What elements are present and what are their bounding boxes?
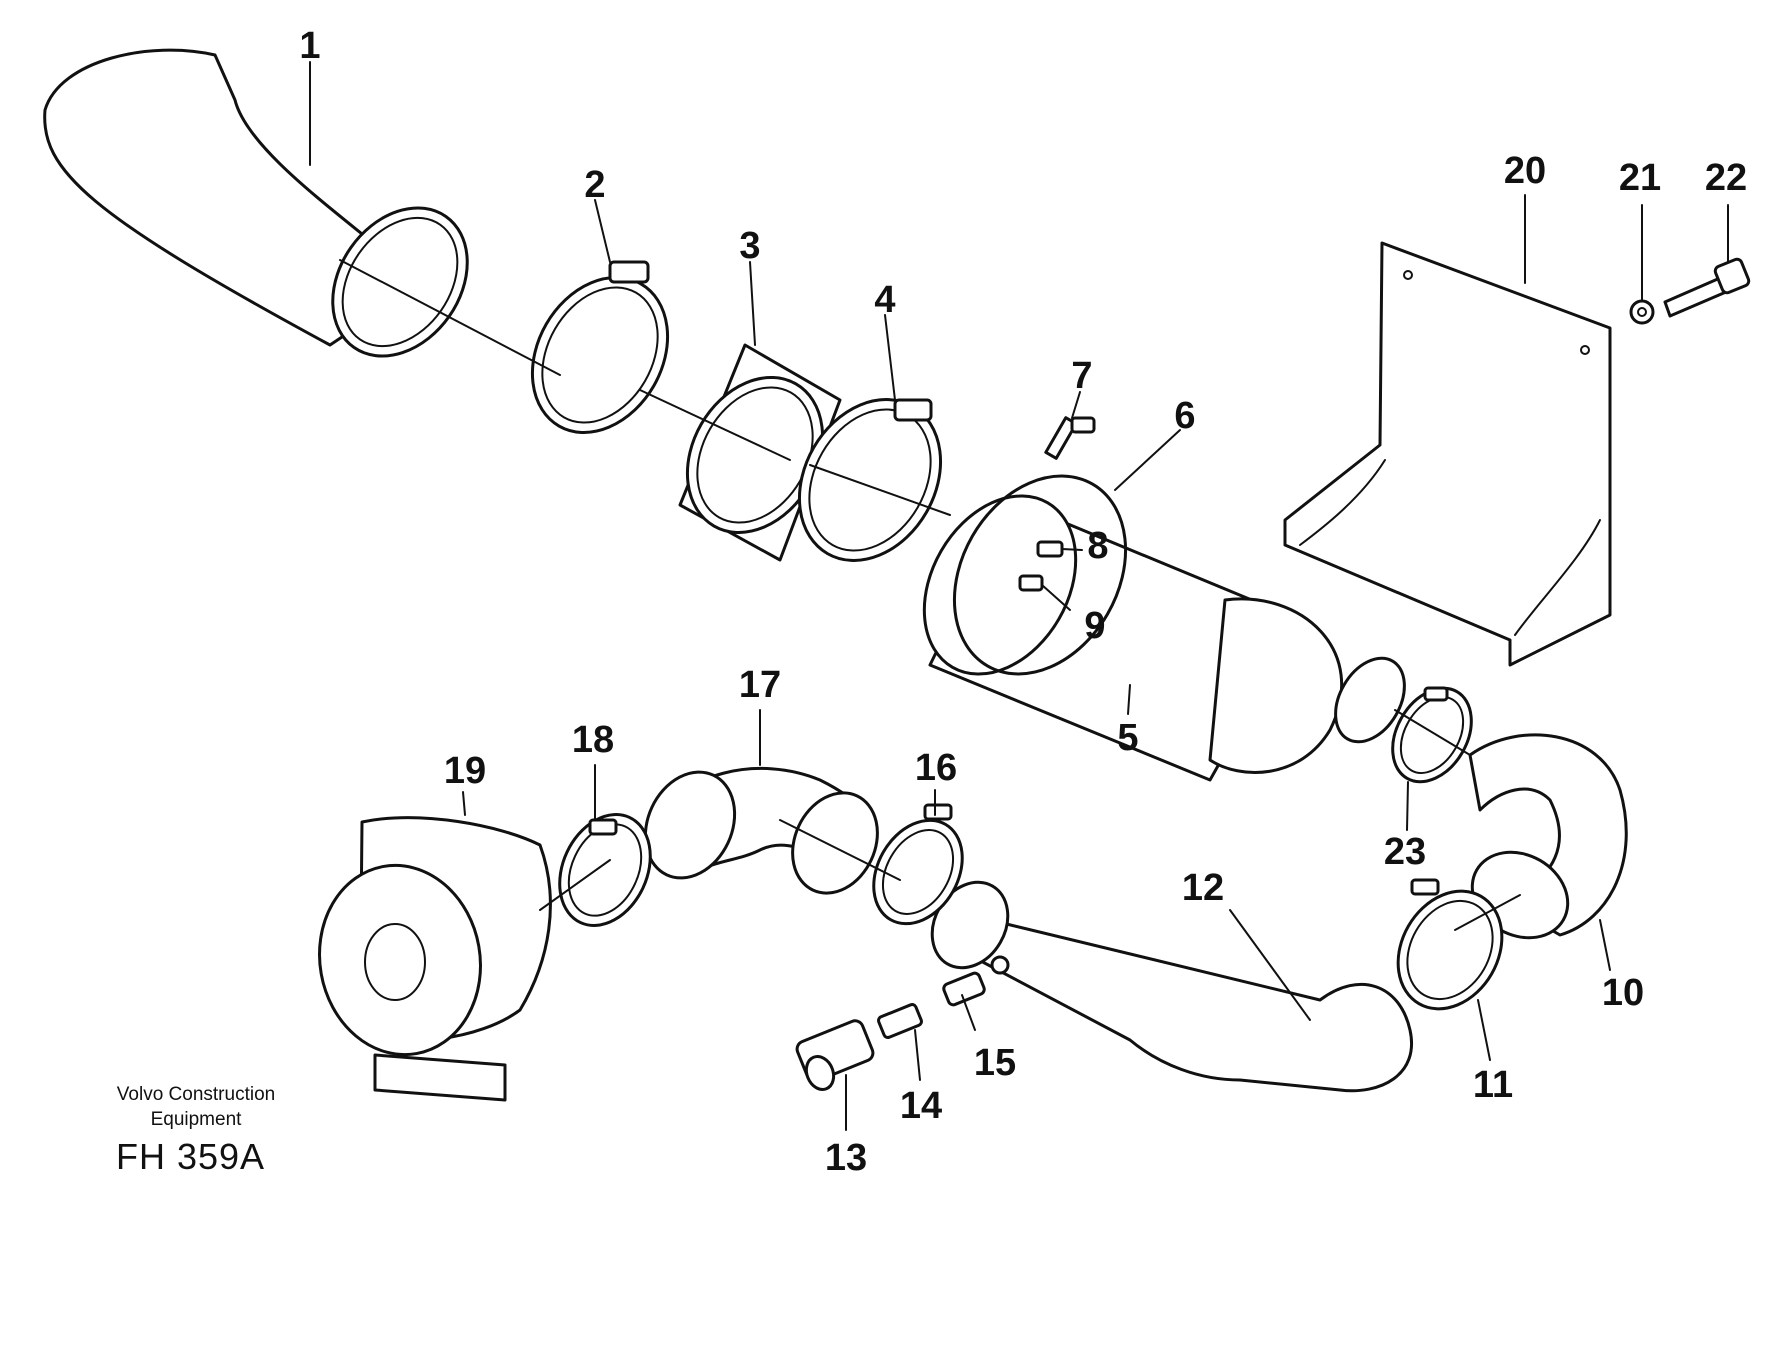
elbow-hose-17 xyxy=(643,767,879,895)
hose-clamp-23 xyxy=(1391,686,1473,784)
hose-clamp-4 xyxy=(797,398,943,562)
callout-7: 7 xyxy=(1071,355,1092,397)
callout-14: 14 xyxy=(900,1085,942,1127)
hose-clamp-16 xyxy=(872,803,964,926)
mounting-bracket-20 xyxy=(1283,241,1612,667)
callout-23: 23 xyxy=(1384,831,1426,873)
callout-2: 2 xyxy=(584,164,605,206)
callout-22: 22 xyxy=(1705,157,1747,199)
publisher-caption: Volvo Construction Equipment xyxy=(96,1082,296,1132)
adapter-14 xyxy=(877,1003,923,1039)
callout-18: 18 xyxy=(572,719,614,761)
callout-1: 1 xyxy=(299,25,320,67)
callout-17: 17 xyxy=(739,664,781,706)
callout-11: 11 xyxy=(1473,1064,1513,1106)
callout-19: 19 xyxy=(444,750,486,792)
housing-clamp-6 xyxy=(952,474,1128,676)
callout-3: 3 xyxy=(739,225,760,267)
screw-7 xyxy=(1044,416,1096,460)
publisher-line-2: Equipment xyxy=(150,1109,242,1130)
hose-clamp-2 xyxy=(530,260,670,434)
callout-6: 6 xyxy=(1174,395,1195,437)
sensor-13 xyxy=(795,1019,875,1091)
callout-4: 4 xyxy=(874,279,895,321)
callout-labels: 1 2 3 4 5 6 7 8 9 10 11 12 13 14 15 16 1… xyxy=(299,25,1747,1179)
callout-20: 20 xyxy=(1504,150,1546,192)
turbocharger-19 xyxy=(318,816,552,1102)
callout-10: 10 xyxy=(1602,972,1644,1014)
hose-clamp-18 xyxy=(558,813,652,927)
figure-code: FH 359A xyxy=(116,1136,266,1177)
callout-13: 13 xyxy=(825,1137,867,1179)
washer-21 xyxy=(1629,299,1655,325)
callout-21: 21 xyxy=(1619,157,1661,199)
callout-5: 5 xyxy=(1117,717,1138,759)
intake-pipe xyxy=(43,48,469,358)
nut-9 xyxy=(1018,574,1044,592)
nipple-15 xyxy=(942,955,1010,1007)
hose-clamp-11 xyxy=(1396,878,1504,1011)
assembly-guide-lines xyxy=(339,259,1521,931)
callout-15: 15 xyxy=(974,1042,1016,1084)
bolt-22 xyxy=(1663,257,1751,318)
callout-16: 16 xyxy=(915,747,957,789)
callout-8: 8 xyxy=(1087,525,1108,567)
publisher-line-1: Volvo Construction xyxy=(116,1084,276,1105)
callout-9: 9 xyxy=(1084,605,1105,647)
nut-8 xyxy=(1036,540,1064,558)
intake-hose-12 xyxy=(930,880,1413,1093)
air-cleaner-housing-5 xyxy=(922,494,1406,782)
callout-leaders xyxy=(309,61,1729,1131)
callout-12: 12 xyxy=(1182,867,1224,909)
